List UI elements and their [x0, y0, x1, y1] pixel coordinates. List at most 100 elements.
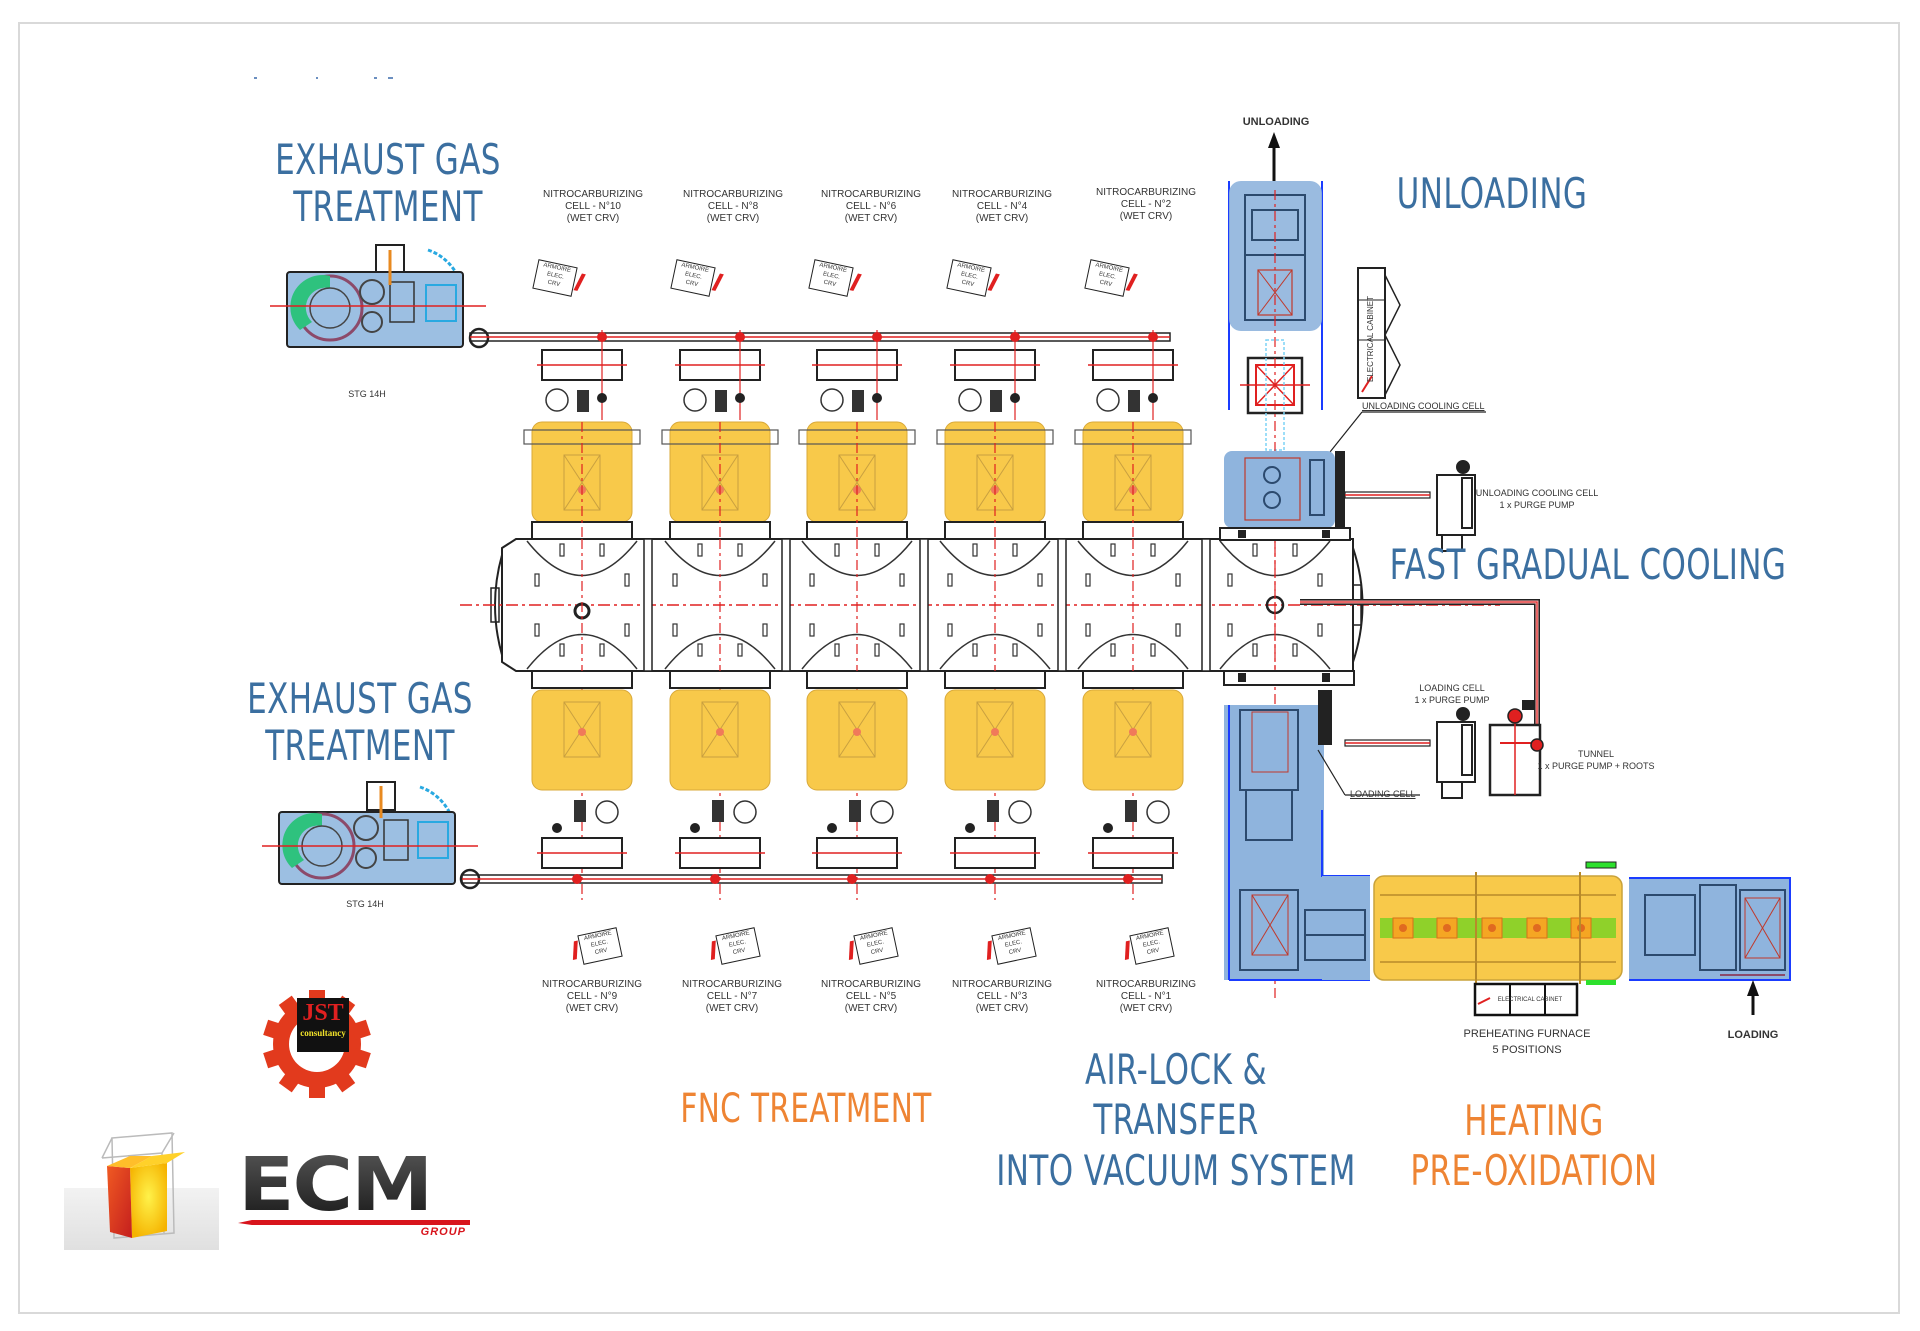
purge-pump-icon	[1436, 460, 1476, 552]
loading-cell-label: LOADING CELL	[1350, 789, 1416, 799]
chamber-flange	[1057, 538, 1067, 672]
label-line: LOADING CELL	[1419, 683, 1485, 693]
furnace-position-center	[1533, 924, 1541, 932]
electrical-cabinet-vertical-label: ELECTRICAL CABINET	[1366, 296, 1375, 382]
chamber-port	[624, 573, 630, 587]
chamber-port	[762, 623, 768, 637]
purge-pipes	[1300, 491, 1540, 747]
nitrocarburizing-chamber-bottom	[1082, 689, 1184, 791]
chamber-port	[1085, 573, 1091, 587]
furnace-position-center	[1443, 924, 1451, 932]
ecm-group-text: GROUP	[420, 1226, 466, 1238]
loading-cell-pump-label: LOADING CELL 1 x PURGE PUMP	[1414, 682, 1489, 706]
cell-pump-assembly	[1074, 330, 1192, 900]
exhaust-unit-bottom	[262, 781, 481, 890]
chamber-port	[972, 543, 978, 557]
chamber-port	[697, 543, 703, 557]
cell-number: CELL - N°7	[706, 991, 758, 1002]
gear-tooth	[350, 1048, 371, 1069]
heading-line: PRE-OXIDATION	[1410, 1146, 1658, 1196]
cell-number: CELL - N°8	[707, 201, 759, 212]
page-frame	[18, 22, 1900, 1314]
label-line: UNLOADING COOLING CELL	[1475, 488, 1599, 498]
nitrocarburizing-chamber-bottom	[806, 689, 908, 791]
heading-heating-preoxidation: HEATING PRE-OXIDATION	[1410, 1096, 1657, 1197]
cell-type: (WET CRV)	[1119, 211, 1173, 222]
chamber-port	[1292, 543, 1298, 557]
heading-line: AIR-LOCK &	[1084, 1045, 1268, 1094]
heading-line: TRANSFER	[1093, 1095, 1259, 1145]
chamber-flange	[919, 538, 929, 672]
cell-number: CELL - N°10	[565, 201, 621, 212]
chamber-port	[809, 623, 815, 637]
furnace-electrical-cabinet	[1473, 982, 1579, 1017]
chamber-port	[559, 643, 565, 657]
heading-line: INTO VACUUM SYSTEM	[996, 1145, 1356, 1195]
chamber-port	[1037, 573, 1043, 587]
heading-fast-gradual-cooling: FAST GRADUAL COOLING	[1389, 540, 1787, 589]
chamber-port	[534, 623, 540, 637]
nitrocarburizing-chamber-bottom	[531, 689, 633, 791]
chamber-port	[1252, 643, 1258, 657]
chamber-port	[972, 643, 978, 657]
cell-type: (WET CRV)	[975, 213, 1029, 224]
chamber-port	[1110, 543, 1116, 557]
preheating-furnace	[1373, 861, 1623, 985]
chamber-port	[809, 573, 815, 587]
cell-type: (WET CRV)	[1119, 1003, 1173, 1014]
chamber-port	[874, 643, 880, 657]
chamber-door-arc	[1077, 633, 1189, 670]
jst-badge: JST consultancy	[297, 998, 349, 1052]
chamber-port	[737, 643, 743, 657]
heading-exhaust-gas-top: EXHAUST GAS TREATMENT	[275, 136, 501, 231]
cell-title: NITROCARBURIZING	[952, 979, 1052, 990]
unloading-cooling-pump-label: UNLOADING COOLING CELL 1 x PURGE PUMP	[1476, 487, 1599, 511]
cell-type: (WET CRV)	[705, 1003, 759, 1014]
chamber-port	[559, 543, 565, 557]
label-line: TUNNEL	[1577, 749, 1614, 759]
heading-line: TREATMENT	[265, 721, 455, 771]
chamber-port	[947, 623, 953, 637]
chamber-port	[1227, 623, 1233, 637]
exhaust-unit-top	[270, 244, 490, 349]
heading-line: TREATMENT	[293, 182, 483, 232]
gear-tooth	[278, 1070, 302, 1093]
chamber-port	[737, 543, 743, 557]
chamber-port	[1150, 643, 1156, 657]
chamber-flange	[643, 538, 653, 672]
chamber-port	[1292, 643, 1298, 657]
cell-number: CELL - N°3	[976, 991, 1028, 1002]
cell-title: NITROCARBURIZING	[1096, 979, 1196, 990]
cell-number: CELL - N°1	[1120, 991, 1172, 1002]
cell-pump-assembly	[661, 330, 779, 900]
cell-number: CELL - N°2	[1120, 199, 1172, 210]
roots-pump-icon	[1488, 700, 1544, 797]
chamber-door-arc	[664, 633, 776, 670]
heading-line: HEATING	[1464, 1096, 1604, 1145]
chamber-port	[672, 623, 678, 637]
chamber-door-arc	[939, 633, 1051, 670]
cell-type: (WET CRV)	[975, 1003, 1029, 1014]
chamber-port	[1110, 643, 1116, 657]
chamber-port	[1317, 623, 1323, 637]
stg-label-bottom: STG 14H	[346, 899, 384, 909]
stray-marks	[254, 77, 393, 79]
unloading-cooling-cell-label: UNLOADING COOLING CELL	[1362, 401, 1485, 411]
loading-arrow-icon	[1747, 980, 1759, 1015]
chamber-port	[947, 573, 953, 587]
preheating-furnace-label: PREHEATING FURNACE 5 POSITIONS	[1464, 1026, 1591, 1058]
furnace-position-center	[1488, 924, 1496, 932]
cell-type: (WET CRV)	[566, 213, 620, 224]
fast-cooling-cell	[1219, 451, 1351, 541]
label-line: 1 x PURGE PUMP	[1499, 500, 1575, 510]
ecm-underline	[238, 1220, 470, 1225]
chamber-port	[672, 573, 678, 587]
chamber-port	[534, 573, 540, 587]
label-line: 1 x PURGE PUMP	[1414, 695, 1490, 705]
label-line: 1 x PURGE PUMP + ROOTS	[1537, 761, 1655, 771]
